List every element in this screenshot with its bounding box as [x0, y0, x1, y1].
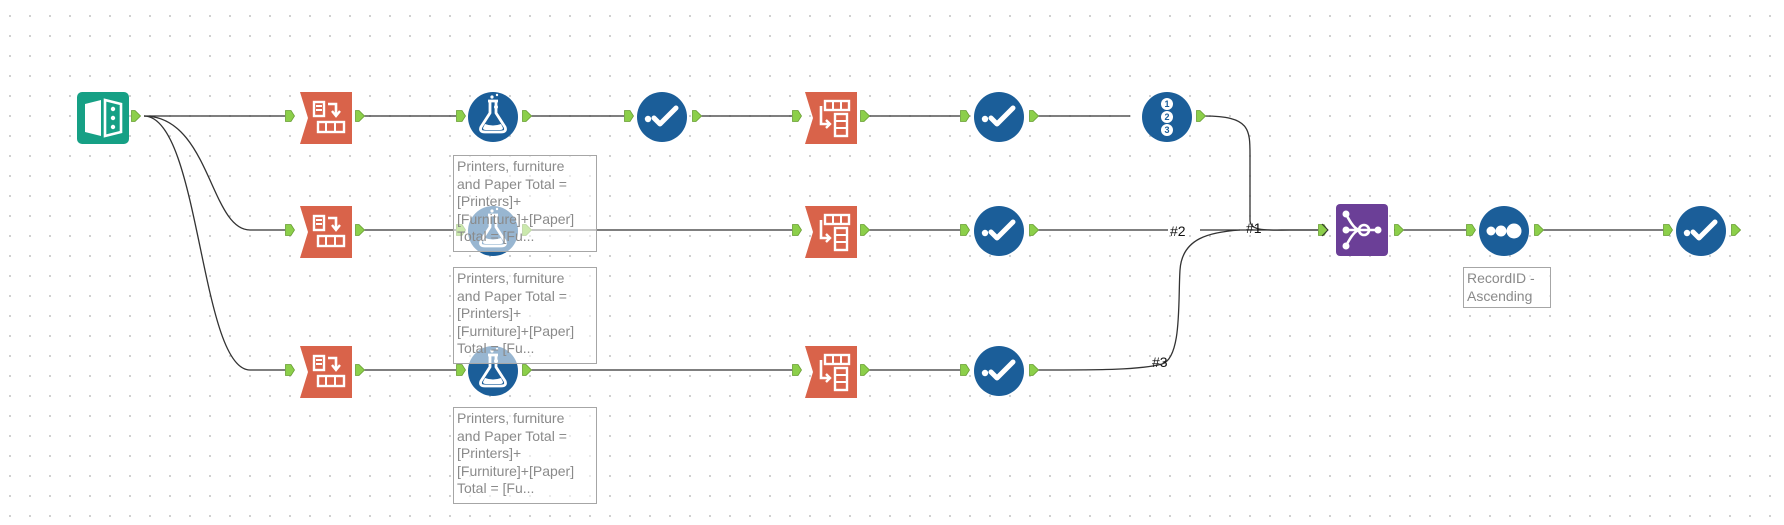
browse-2-output-anchor: [1029, 224, 1039, 236]
transpose-1-input-anchor: [792, 110, 802, 122]
browse-tool-row-1a[interactable]: [637, 92, 687, 142]
connection-wires: [143, 115, 1663, 371]
browse-2-input-anchor: [960, 224, 970, 236]
browse-final-input-anchor: [1663, 224, 1673, 236]
formula-2-annotation: Printers, furniture and Paper Total = [P…: [453, 267, 597, 364]
browse-1a-output-anchor: [692, 110, 702, 122]
browse-tool-row-2[interactable]: [974, 206, 1024, 256]
input-data-tool[interactable]: [77, 92, 129, 144]
sort-annotation: RecordID - Ascending: [1463, 267, 1551, 308]
transpose-3-output-anchor: [860, 364, 870, 376]
select-tool-row-2[interactable]: [300, 206, 352, 258]
transpose-tool-row-2[interactable]: [805, 206, 857, 258]
browse-tool-row-1b[interactable]: [974, 92, 1024, 142]
transpose-2-output-anchor: [860, 224, 870, 236]
browse-1b-output-anchor: [1029, 110, 1039, 122]
union-output-anchor: [1394, 224, 1404, 236]
select-2-input-anchor: [285, 224, 295, 236]
formula-1-input-anchor: [456, 110, 466, 122]
formula-1-annotation: Printers, furniture and Paper Total = [P…: [453, 155, 597, 252]
select-tool-row-1[interactable]: [300, 92, 352, 144]
select-3-output-anchor: [355, 364, 365, 376]
select-1-input-anchor: [285, 110, 295, 122]
select-2-output-anchor: [355, 224, 365, 236]
select-tool-row-3[interactable]: [300, 346, 352, 398]
formula-3-input-anchor: [456, 364, 466, 376]
browse-1a-input-anchor: [624, 110, 634, 122]
union-multi-input-anchor: [1318, 223, 1329, 237]
select-3-input-anchor: [285, 364, 295, 376]
formula-tool-row-1[interactable]: [467, 91, 519, 143]
wire-browse-3-to-union: [1036, 229, 1318, 371]
record-id-tool[interactable]: [1142, 92, 1192, 142]
sort-tool[interactable]: [1479, 206, 1529, 256]
browse-3-output-anchor: [1029, 364, 1039, 376]
wire-label-union-1: #1: [1246, 220, 1262, 236]
union-tool[interactable]: [1336, 204, 1388, 256]
wire-label-union-3: #3: [1152, 354, 1168, 370]
transpose-tool-row-1[interactable]: [805, 92, 857, 144]
wire-input-to-select-3: [143, 115, 285, 371]
browse-final-output-anchor: [1731, 224, 1741, 236]
wire-input-to-select-2: [143, 115, 285, 231]
formula-1-output-anchor: [522, 110, 532, 122]
transpose-1-output-anchor: [860, 110, 870, 122]
browse-1b-input-anchor: [960, 110, 970, 122]
sort-input-anchor: [1466, 224, 1476, 236]
browse-tool-row-3[interactable]: [974, 346, 1024, 396]
formula-3-output-anchor: [522, 364, 532, 376]
select-1-output-anchor: [355, 110, 365, 122]
formula-3-annotation: Printers, furniture and Paper Total = [P…: [453, 407, 597, 504]
tool-anchors[interactable]: [131, 110, 1741, 376]
transpose-3-input-anchor: [792, 364, 802, 376]
sort-output-anchor: [1534, 224, 1544, 236]
recordid-output-anchor: [1196, 110, 1206, 122]
tools[interactable]: [77, 91, 1726, 398]
transpose-2-input-anchor: [792, 224, 802, 236]
browse-3-input-anchor: [960, 364, 970, 376]
transpose-tool-row-3[interactable]: [805, 346, 857, 398]
wire-label-union-2: #2: [1170, 223, 1186, 239]
input-output-anchor: [131, 110, 141, 122]
wire-recordid-to-union: [1203, 115, 1318, 231]
browse-tool-final[interactable]: [1676, 206, 1726, 256]
